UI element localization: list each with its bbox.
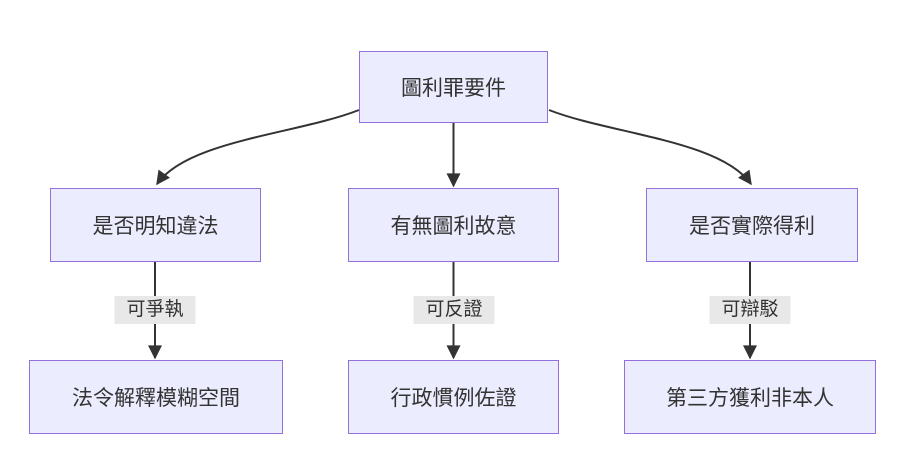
node-legal-ambiguity: 法令解釋模糊空間: [29, 360, 283, 434]
edge-label-disputable: 可爭執: [114, 296, 196, 324]
node-label: 法令解釋模糊空間: [72, 387, 240, 410]
node-label: 行政慣例佐證: [390, 387, 517, 410]
node-admin-precedent: 行政慣例佐證: [348, 360, 559, 434]
node-crime-elements: 圖利罪要件: [359, 51, 548, 123]
edge-label-rebuttable: 可反證: [413, 296, 495, 324]
node-profit-intent: 有無圖利故意: [348, 188, 559, 262]
node-label: 有無圖利故意: [390, 215, 517, 238]
edge-root-to-right: [548, 109, 752, 186]
node-label: 是否明知違法: [92, 215, 219, 238]
node-knowing-illegality: 是否明知違法: [50, 188, 261, 262]
node-actual-gain: 是否實際得利: [646, 188, 858, 262]
node-third-party-gain: 第三方獲利非本人: [624, 360, 876, 434]
node-label: 圖利罪要件: [401, 77, 506, 100]
node-label: 第三方獲利非本人: [666, 387, 834, 410]
node-label: 是否實際得利: [689, 215, 815, 238]
edge-label-arguable: 可辯駁: [709, 296, 791, 324]
edge-root-to-left: [156, 109, 360, 186]
